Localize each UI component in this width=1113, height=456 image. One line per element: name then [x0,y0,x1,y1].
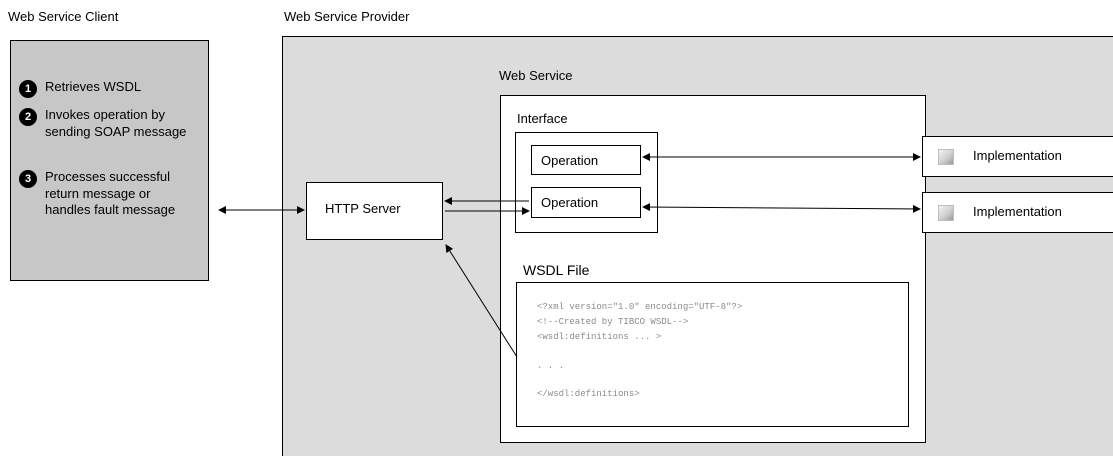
wsdl-code-line: <wsdl:definitions ... > [537,332,662,342]
wsdl-code-line: <!--Created by TIBCO WSDL--> [537,317,689,327]
implementation-box-1: Implementation [922,136,1113,177]
client-panel: 1 Retrieves WSDL 2 Invokes operation by … [10,40,209,281]
operation-box-1: Operation [531,145,641,175]
implementation-box-2: Implementation [922,192,1113,233]
wsdl-code-line: . . . [537,361,565,371]
implementation-icon [938,149,954,165]
implementation-icon [938,205,954,221]
http-server-label: HTTP Server [325,201,401,216]
operation-label: Operation [541,153,599,168]
step-number-badge: 1 [19,80,37,98]
wsdl-code-line: <?xml version="1.0" encoding="UTF-8"?> [537,302,743,312]
step-text: Retrieves WSDL [45,79,142,94]
client-step-2: 2 Invokes operation by sending SOAP mess… [19,107,195,140]
client-title: Web Service Client [8,9,119,24]
client-step-1: 1 Retrieves WSDL [19,79,195,98]
step-text: Invokes operation by sending SOAP messag… [45,107,187,139]
implementation-label: Implementation [973,204,1062,219]
wsdl-file-box: <?xml version="1.0" encoding="UTF-8"?> <… [516,282,909,427]
client-step-3: 3 Processes successful return message or… [19,169,177,219]
wsdl-code-line: </wsdl:definitions> [537,389,640,399]
provider-title: Web Service Provider [284,9,410,24]
wsdl-file-title: WSDL File [523,262,590,278]
step-number-badge: 2 [19,108,37,126]
web-service-title: Web Service [499,68,573,83]
implementation-label: Implementation [973,148,1062,163]
http-server-box: HTTP Server [306,182,443,240]
operation-box-2: Operation [531,187,641,218]
operation-label: Operation [541,195,599,210]
step-text: Processes successful return message or h… [45,169,176,217]
interface-title: Interface [517,111,568,126]
step-number-badge: 3 [19,170,37,188]
